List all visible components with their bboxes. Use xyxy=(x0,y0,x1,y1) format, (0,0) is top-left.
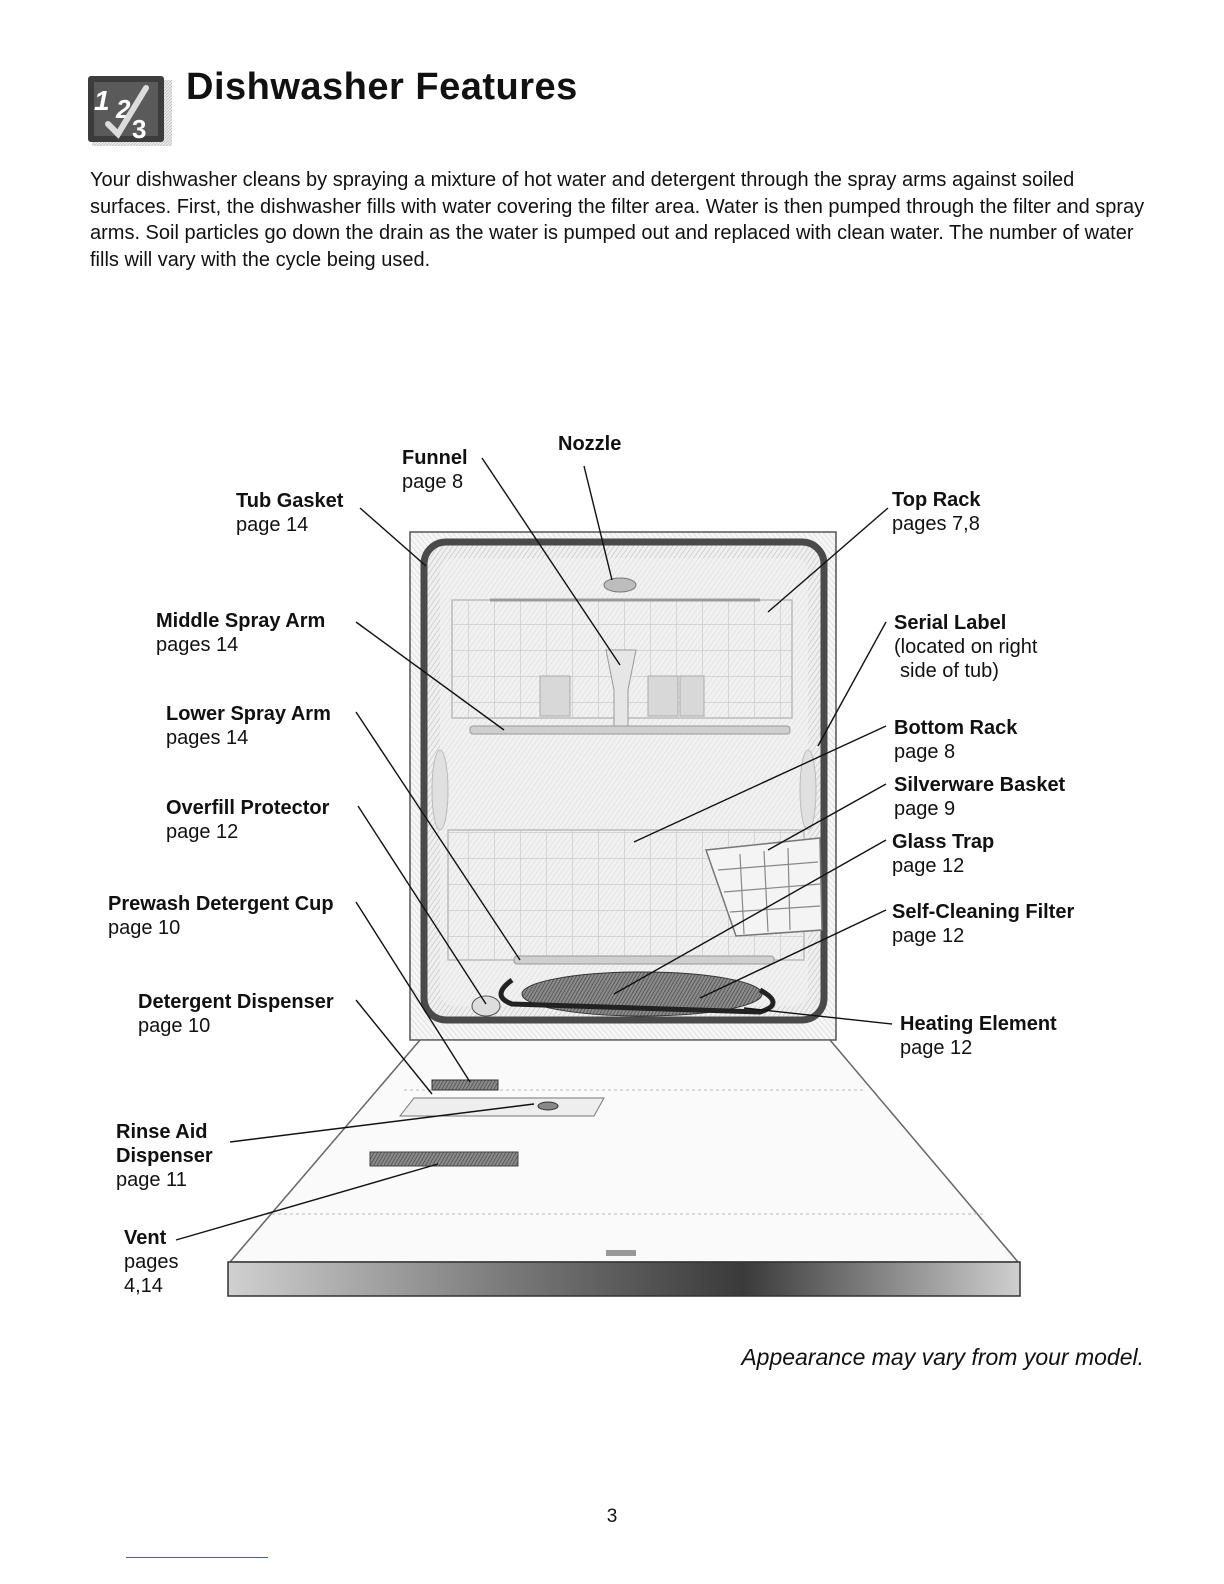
door xyxy=(228,1039,1020,1263)
callout-top-rack: Top Rack pages 7,8 xyxy=(892,488,981,536)
callout-bottom-rack: Bottom Rack page 8 xyxy=(894,716,1017,764)
callout-vent: Vent pages 4,14 xyxy=(124,1226,179,1298)
callout-funnel: Funnel page 8 xyxy=(402,446,468,494)
callout-name: Glass Trap xyxy=(892,831,995,853)
callout-ref: page 8 xyxy=(402,471,464,493)
callout-ref: page 9 xyxy=(894,798,956,820)
callout-name: Top Rack xyxy=(892,489,981,511)
callout-ref: page 12 xyxy=(892,855,965,877)
callout-ref: page 11 xyxy=(116,1169,187,1191)
leader-lines xyxy=(175,457,893,1241)
svg-text:3: 3 xyxy=(132,114,146,144)
silverware-basket xyxy=(704,837,823,937)
callout-name: Serial Label xyxy=(894,612,1007,634)
callout-prewash-detergent-cup: Prewash Detergent Cup page 10 xyxy=(108,892,334,940)
callout-name: Middle Spray Arm xyxy=(156,610,326,632)
nozzle xyxy=(603,577,637,593)
callout-name: Overfill Protector xyxy=(166,797,330,819)
callout-name: Tub Gasket xyxy=(236,490,344,512)
callout-name: Silverware Basket xyxy=(894,774,1066,796)
page-title: Dishwasher Features xyxy=(186,66,578,108)
callout-rinse-aid-dispenser: Rinse Aid Dispenser page 11 xyxy=(116,1120,213,1192)
callout-tub-gasket: Tub Gasket page 14 xyxy=(236,489,343,537)
callout-ref: 4,14 xyxy=(124,1275,163,1297)
callout-ref: (located on right xyxy=(894,636,1038,658)
callout-name: Self-Cleaning Filter xyxy=(892,901,1075,923)
callout-name: Lower Spray Arm xyxy=(166,703,331,725)
page-number: 3 xyxy=(606,1506,618,1527)
callout-ref: page 12 xyxy=(900,1037,973,1059)
callout-nozzle: Nozzle xyxy=(558,432,621,456)
rinse-aid-dispenser xyxy=(398,1097,605,1117)
callout-glass-trap: Glass Trap page 12 xyxy=(892,830,994,878)
callout-name: Detergent Dispenser xyxy=(138,991,334,1013)
callout-heating-element: Heating Element page 12 xyxy=(900,1012,1057,1060)
svg-text:1: 1 xyxy=(94,85,110,116)
callout-ref: page 12 xyxy=(892,925,965,947)
middle-spray-arm xyxy=(469,725,791,735)
footer-rule xyxy=(126,1557,268,1558)
detergent-dispenser xyxy=(431,1079,499,1091)
callout-silverware-basket: Silverware Basket page 9 xyxy=(894,773,1065,821)
callout-serial-label: Serial Label (located on right side of t… xyxy=(894,611,1037,683)
callout-ref: page 10 xyxy=(138,1015,211,1037)
heating-element xyxy=(498,977,776,1015)
callout-detergent-dispenser: Detergent Dispenser page 10 xyxy=(138,990,334,1038)
callout-ref: pages 14 xyxy=(156,634,239,656)
lower-spray-arm xyxy=(513,955,775,965)
callout-name: Rinse Aid xyxy=(116,1121,208,1143)
kick-plate xyxy=(227,1261,1021,1297)
callout-ref: pages xyxy=(124,1251,179,1273)
callout-ref: side of tub) xyxy=(900,660,999,682)
callout-overfill-protector: Overfill Protector page 12 xyxy=(166,796,329,844)
callout-name: Prewash Detergent Cup xyxy=(108,893,334,915)
intro-paragraph: Your dishwasher cleans by spraying a mix… xyxy=(90,169,1145,271)
callout-name: Bottom Rack xyxy=(894,717,1018,739)
vent xyxy=(369,1151,519,1167)
callout-name: Funnel xyxy=(402,447,468,469)
callout-ref: page 10 xyxy=(108,917,181,939)
callout-ref: page 12 xyxy=(166,821,239,843)
callout-name: Vent xyxy=(124,1227,167,1249)
callout-ref: pages 7,8 xyxy=(892,513,980,535)
callout-name: Heating Element xyxy=(900,1013,1057,1035)
steps-123-icon: 1 2 3 xyxy=(88,76,172,146)
overfill-protector xyxy=(471,995,501,1017)
callout-name: Dispenser xyxy=(116,1145,213,1167)
callout-ref: pages 14 xyxy=(166,727,249,749)
callout-name: Nozzle xyxy=(558,433,622,455)
callout-lower-spray-arm: Lower Spray Arm pages 14 xyxy=(166,702,331,750)
callout-ref: page 8 xyxy=(894,741,956,763)
disclaimer: Appearance may vary from your model. xyxy=(741,1344,1144,1370)
callout-self-cleaning-filter: Self-Cleaning Filter page 12 xyxy=(892,900,1074,948)
callout-ref: page 14 xyxy=(236,514,309,536)
callout-middle-spray-arm: Middle Spray Arm pages 14 xyxy=(156,609,325,657)
